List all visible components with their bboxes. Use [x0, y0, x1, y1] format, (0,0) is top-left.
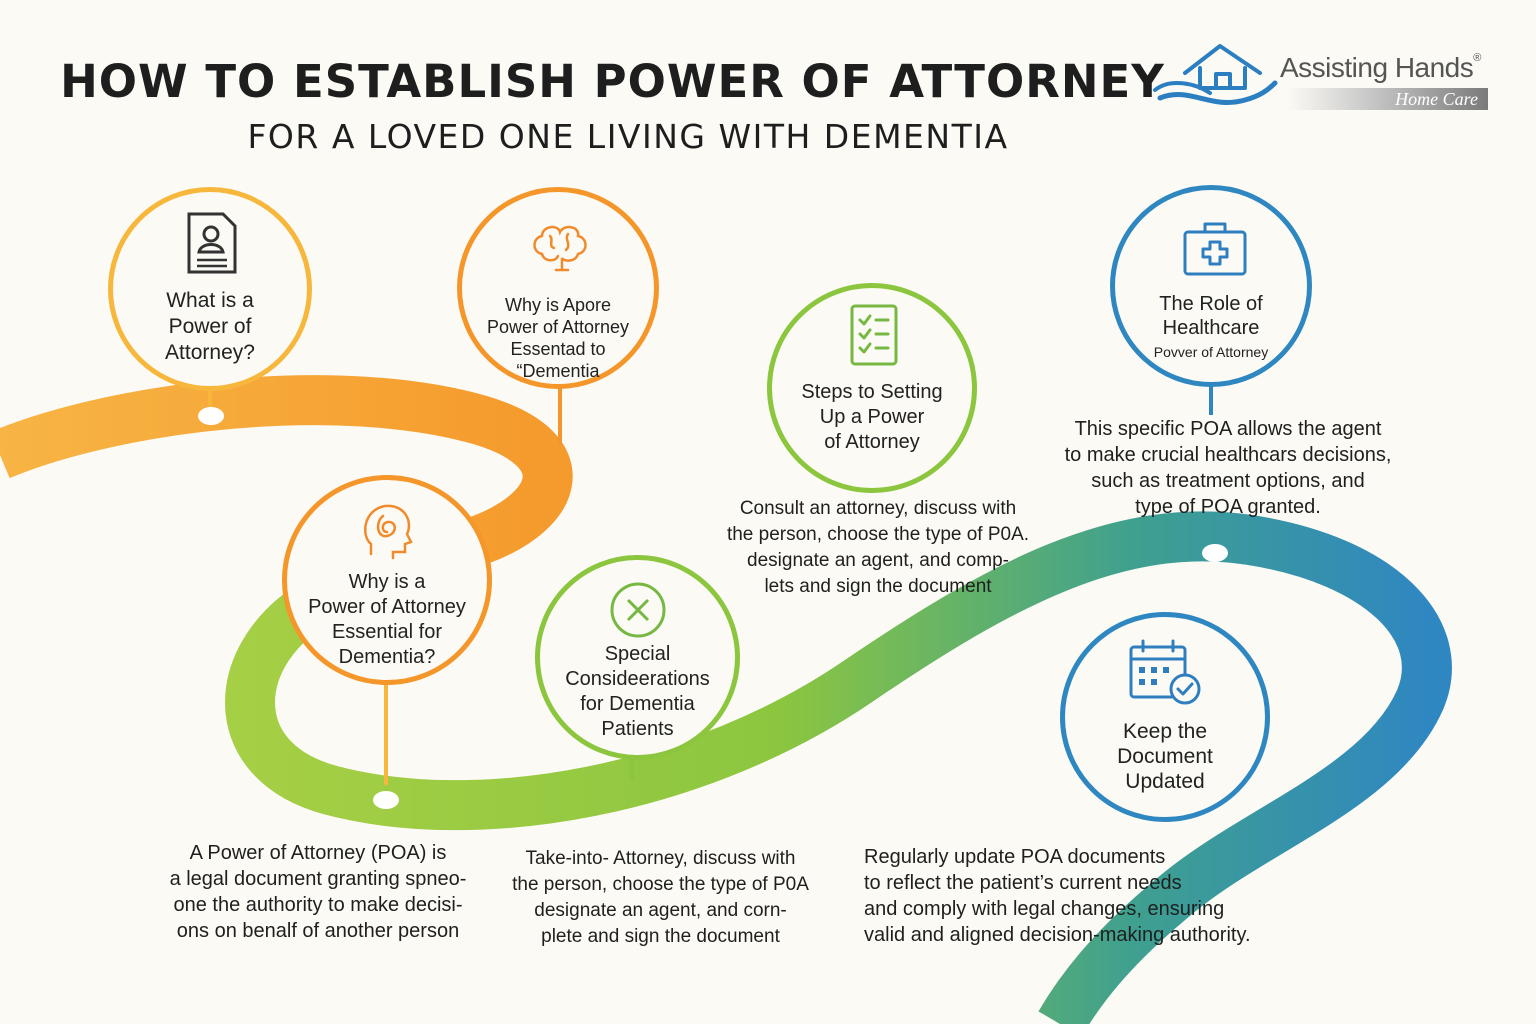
road-marker-2 [373, 791, 399, 809]
step-2-line-2: Power of Attorney [486, 317, 630, 337]
step-3-line-4: Dementia? [338, 646, 436, 668]
description-consult: Consult an attorney, discuss with the pe… [726, 498, 1030, 597]
description-healthcare: This specific POA allows the agent to ma… [1064, 418, 1392, 518]
brain-icon [533, 225, 587, 272]
step-3-line-2: Power of Attorney [308, 596, 466, 618]
step-1-line-2: Power of [168, 315, 252, 338]
step-5-line-3: of Attorney [824, 431, 920, 453]
step-5-line-2: Up a Power [819, 406, 925, 428]
step-3-line-1: Why is a [348, 571, 426, 593]
step-2-line-3: Essentad to [510, 339, 606, 359]
document-person-icon [187, 212, 237, 274]
step-6-line-2: Healthcare [1162, 317, 1260, 339]
step-steps-setup: Steps to Setting Up a Power of Attorney [767, 283, 977, 493]
step-4-line-2: Consideerations [565, 668, 710, 690]
road-marker-3 [1202, 544, 1228, 562]
step-3-line-3: Essential for [331, 621, 443, 643]
step-special-considerations: Special Consideerations for Dementia Pat… [535, 555, 740, 760]
checklist-icon [850, 304, 898, 366]
step-6-small: Povver of Attorney [1153, 344, 1269, 360]
step-7-line-3: Updated [1125, 770, 1205, 793]
step-what-is-poa: What is a Power of Attorney? [108, 187, 312, 391]
step-7-line-1: Keep the [1122, 720, 1208, 743]
page-subtitle: FOR A LOVED ONE LIVING WITH DEMENTIA [247, 117, 1009, 156]
description-poa: A Power of Attorney (POA) is a legal doc… [169, 842, 467, 942]
assisting-hands-logo [1153, 44, 1278, 105]
step-healthcare-poa: The Role of Healthcare Povver of Attorne… [1110, 185, 1312, 387]
step-why-essential: Why is a Power of Attorney Essential for… [282, 475, 492, 685]
road-green-blue-band [225, 511, 1452, 1024]
head-spiral-icon [363, 504, 413, 560]
step-7-line-2: Document [1117, 745, 1213, 768]
step-2-line-4: “Dementia [516, 361, 600, 381]
road-marker-1 [198, 407, 224, 425]
logo-name: Assisting Hands® [1280, 52, 1481, 83]
page-title: HOW TO ESTABLISH POWER OF ATTORNEY [60, 55, 1165, 108]
step-4-line-3: for Dementia [580, 693, 695, 715]
step-why-apore: Why is Apore Power of Attorney Essentad … [457, 187, 659, 389]
step-6-line-1: The Role of [1159, 293, 1263, 315]
medical-kit-icon [1183, 222, 1247, 276]
step-2-line-1: Why is Apore [504, 295, 612, 315]
step-4-line-1: Special [604, 643, 671, 665]
step-1-line-1: What is a [166, 289, 254, 312]
house-hand-icon [1153, 44, 1278, 105]
step-1-line-3: Attorney? [165, 341, 255, 364]
description-take-into: Take-into- Attorney, discuss with the pe… [512, 848, 809, 947]
calendar-check-icon [1129, 639, 1201, 705]
logo-tagline: Home Care [1288, 88, 1488, 110]
x-circle-icon [610, 582, 666, 638]
description-update: Regularly update POA documents to reflec… [864, 846, 1251, 946]
step-4-line-4: Patients [601, 718, 674, 740]
step-keep-updated: Keep the Document Updated [1060, 612, 1270, 822]
step-5-line-1: Steps to Setting [801, 381, 943, 403]
